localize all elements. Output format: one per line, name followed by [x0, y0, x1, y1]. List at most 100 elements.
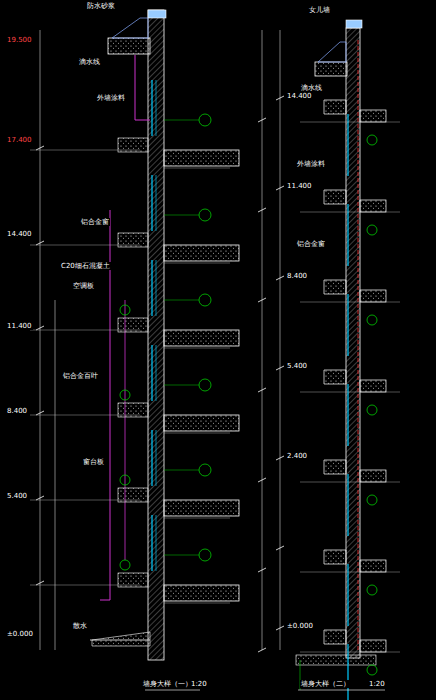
- note-label: 散水: [72, 622, 88, 630]
- level-line: [164, 603, 230, 604]
- dim-tick: [258, 388, 266, 392]
- elevation-label: 11.400: [6, 322, 33, 330]
- window-glass: [156, 260, 157, 316]
- window-glass: [156, 345, 157, 401]
- dim-tick: [36, 326, 44, 330]
- dim-tick: [276, 186, 284, 190]
- sill: [324, 460, 346, 474]
- floor-slab: [164, 415, 239, 431]
- dim-tick: [276, 96, 284, 100]
- elevation-label: 14.400: [286, 92, 313, 100]
- window-glass: [156, 175, 157, 231]
- drawing-title: 墙身大样（一）: [142, 680, 193, 688]
- detail-callout: [199, 294, 211, 306]
- window-glass: [156, 430, 157, 486]
- dim-tick: [258, 478, 266, 482]
- level-line: [164, 263, 230, 264]
- leader-line: [164, 300, 199, 301]
- detail-callout: [367, 405, 377, 415]
- dim-tick: [258, 298, 266, 302]
- floor-slab: [360, 560, 386, 572]
- dim-tick: [36, 496, 44, 500]
- detail-callout: [199, 114, 211, 126]
- floor-slab: [164, 585, 239, 601]
- elevation-label: 19.500: [6, 36, 33, 44]
- floor-slab: [360, 640, 386, 652]
- elevation-label: 17.400: [6, 136, 33, 144]
- dim-tick: [258, 648, 266, 652]
- note-label: 铝合金窗: [80, 218, 110, 226]
- dim-tick: [276, 626, 284, 630]
- note-label: C20细石混凝土: [60, 262, 111, 270]
- dim-tick: [276, 276, 284, 280]
- drawing-title: 墙身大样（二）: [300, 680, 351, 688]
- section-one: [40, 10, 166, 660]
- sill: [324, 630, 346, 644]
- elevation-label: 5.400: [286, 362, 308, 370]
- detail-callout: [120, 560, 130, 570]
- dim-extension: [30, 330, 140, 331]
- dim-extension: [30, 415, 140, 416]
- elevation-label: 14.400: [6, 230, 33, 238]
- elevation-label: 2.400: [286, 452, 308, 460]
- level-line: [300, 482, 400, 483]
- sill: [324, 550, 346, 564]
- floor-slab: [360, 470, 386, 482]
- drawing-title: 1:20: [368, 680, 386, 688]
- leader-line: [164, 470, 199, 471]
- elevation-label: 5.400: [6, 492, 28, 500]
- leader-line: [164, 555, 199, 556]
- sill: [324, 190, 346, 204]
- dim-tick: [258, 568, 266, 572]
- window-frame: [347, 294, 348, 356]
- floor-slab: [164, 500, 239, 516]
- note-label: 铝合金窗: [296, 240, 326, 248]
- elevation-label: 8.400: [6, 407, 28, 415]
- level-line: [164, 518, 230, 519]
- level-line: [164, 433, 230, 434]
- detail-callout: [120, 305, 130, 315]
- floor-slab: [164, 245, 239, 261]
- note-label: 防水砂浆: [86, 2, 116, 10]
- window-frame: [347, 384, 348, 446]
- elevation-label: ±0.000: [286, 622, 314, 630]
- leader-line: [164, 120, 199, 121]
- detail-callout: [367, 225, 377, 235]
- sill: [324, 370, 346, 384]
- level-line: [164, 348, 230, 349]
- level-line: [300, 652, 400, 653]
- note-label: 外墙涂料: [96, 94, 126, 102]
- level-line: [300, 392, 400, 393]
- floor-slab: [360, 290, 386, 302]
- drawing-title: 1:20: [190, 680, 208, 688]
- window-glass: [156, 80, 157, 136]
- detail-callout: [367, 665, 377, 675]
- detail-callout: [120, 475, 130, 485]
- detail-callout: [199, 209, 211, 221]
- level-line: [300, 122, 400, 123]
- window-frame: [347, 114, 348, 176]
- detail-callout: [367, 135, 377, 145]
- sill: [324, 280, 346, 294]
- note-label: 滴水线: [300, 84, 323, 92]
- window-frame: [151, 345, 152, 401]
- detail-callout: [367, 315, 377, 325]
- title-underline: [145, 690, 385, 691]
- elevation-label: ±0.000: [6, 630, 34, 638]
- detail-callout: [120, 390, 130, 400]
- elevation-label: 8.400: [286, 272, 308, 280]
- dim-tick: [276, 546, 284, 550]
- window-frame: [347, 474, 348, 536]
- floor-slab: [360, 200, 386, 212]
- dim-tick: [36, 411, 44, 415]
- level-line: [300, 572, 400, 573]
- dim-extension: [30, 245, 140, 246]
- dim-tick: [258, 208, 266, 212]
- detail-callout: [199, 549, 211, 561]
- window-frame: [151, 515, 152, 571]
- detail-callout: [367, 495, 377, 505]
- dim-tick: [276, 456, 284, 460]
- detail-callout: [367, 585, 377, 595]
- window-frame: [151, 430, 152, 486]
